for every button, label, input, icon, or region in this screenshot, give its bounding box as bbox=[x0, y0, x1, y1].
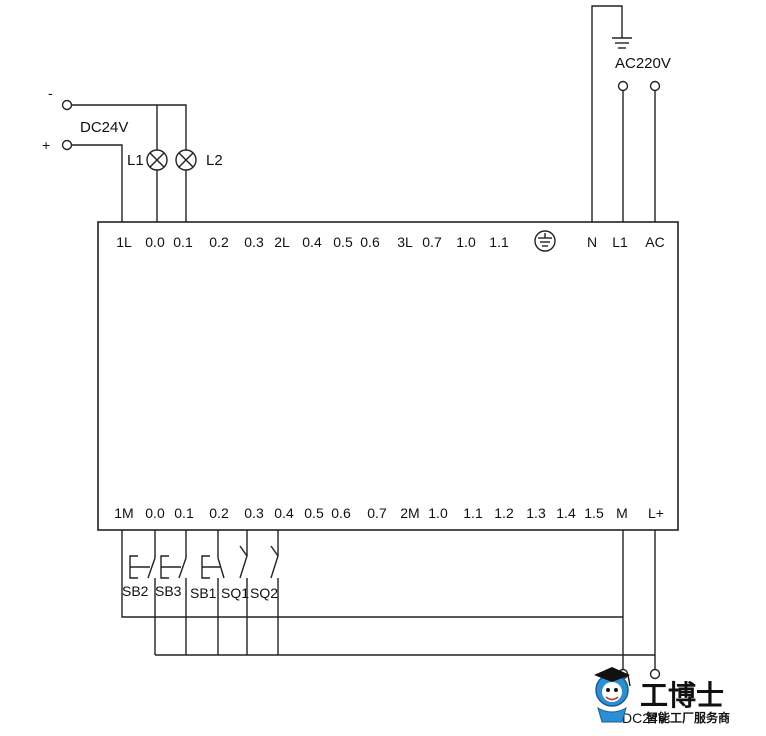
dc-supply: - + DC24V bbox=[42, 85, 187, 222]
dc-minus-sign: - bbox=[48, 85, 53, 101]
top-terminal-label-6: 0.4 bbox=[302, 234, 322, 250]
bottom-terminal-label-13: 1.3 bbox=[526, 505, 546, 521]
switch-sb1-contact bbox=[217, 557, 225, 579]
switch-sb2-contact bbox=[147, 557, 156, 579]
bottom-terminal-label-0: 1M bbox=[114, 505, 133, 521]
ac-supply: AC220V bbox=[591, 5, 671, 222]
top-terminal-label-3: 0.2 bbox=[209, 234, 229, 250]
watermark-title: 工博士 bbox=[640, 679, 724, 712]
bottom-terminal-label-16: M bbox=[616, 505, 628, 521]
top-terminal-label-2: 0.1 bbox=[173, 234, 193, 250]
ac-l-terminal bbox=[617, 80, 629, 92]
mascot-icon bbox=[594, 667, 631, 723]
top-terminal-label-8: 0.6 bbox=[360, 234, 380, 250]
dc-minus-terminal bbox=[61, 99, 73, 111]
ac-supply-label: AC220V bbox=[615, 55, 671, 72]
switch-sb1-label: SB1 bbox=[190, 585, 217, 601]
dc-plus-sign: + bbox=[42, 137, 50, 153]
bottom-terminal-label-3: 0.2 bbox=[209, 505, 229, 521]
switch-sq1-contact bbox=[239, 545, 248, 579]
dc-plus-wire bbox=[72, 144, 123, 222]
top-terminal-labels: 1L 0.0 0.1 0.2 0.3 2L 0.4 0.5 0.6 3L 0.7 1.0 1.1 N L1 A… bbox=[116, 234, 665, 250]
switch-sb2-label: SB2 bbox=[122, 583, 149, 599]
ac-n-terminal bbox=[649, 80, 661, 92]
bottom-terminal-label-15: 1.5 bbox=[584, 505, 604, 521]
bottom-terminal-label-11: 1.1 bbox=[463, 505, 483, 521]
bottom-terminal-label-6: 0.5 bbox=[304, 505, 324, 521]
top-terminal-label-9: 3L bbox=[397, 234, 413, 250]
bottom-terminal-label-2: 0.1 bbox=[174, 505, 194, 521]
bottom-terminal-label-12: 1.2 bbox=[494, 505, 514, 521]
top-terminal-label-13: N bbox=[587, 234, 597, 250]
top-terminal-label-10: 0.7 bbox=[422, 234, 442, 250]
bottom-terminal-label-8: 0.7 bbox=[367, 505, 387, 521]
switch-sb3-label: SB3 bbox=[155, 583, 182, 599]
bottom-terminal-label-7: 0.6 bbox=[331, 505, 351, 521]
bottom-terminal-label-9: 2M bbox=[400, 505, 419, 521]
top-terminal-label-15: AC bbox=[645, 234, 664, 250]
bottom-terminal-labels: 1M 0.0 0.1 0.2 0.3 0.4 0.5 0.6 0.7 2M 1.0 1.1 1.2 1.3… bbox=[114, 505, 664, 521]
lamp-l2-label: L2 bbox=[206, 152, 223, 169]
lamps: L1 L2 bbox=[127, 149, 223, 222]
top-terminal-label-0: 1L bbox=[116, 234, 132, 250]
top-terminal-label-4: 0.3 bbox=[244, 234, 264, 250]
bottom-terminal-label-14: 1.4 bbox=[556, 505, 576, 521]
dc-minus-wire bbox=[72, 104, 187, 150]
switch-sq2-contact bbox=[270, 545, 279, 579]
top-terminal-label-5: 2L bbox=[274, 234, 290, 250]
bottom-terminal-label-17: L+ bbox=[648, 505, 664, 521]
top-terminal-label-1: 0.0 bbox=[145, 234, 165, 250]
earth-wire bbox=[591, 5, 623, 222]
bottom-terminal-label-10: 1.0 bbox=[428, 505, 448, 521]
lamp-l1-label: L1 bbox=[127, 152, 144, 169]
top-terminal-label-11: 1.0 bbox=[456, 234, 476, 250]
plc-module bbox=[97, 221, 679, 531]
dc-plus-terminal bbox=[61, 139, 73, 151]
dc-supply-label: DC24V bbox=[80, 119, 128, 136]
earth-terminal-icon bbox=[534, 230, 556, 252]
dc-out-plus-terminal bbox=[649, 668, 661, 680]
top-terminal-label-7: 0.5 bbox=[333, 234, 353, 250]
dc-output-label: DC24V bbox=[622, 710, 668, 726]
top-terminal-label-14: L1 bbox=[612, 234, 628, 250]
switch-sq2-label: SQ2 bbox=[250, 585, 278, 601]
bottom-terminal-label-4: 0.3 bbox=[244, 505, 264, 521]
bottom-terminal-label-1: 0.0 bbox=[145, 505, 165, 521]
watermark: 工博士 智能工厂服务商 bbox=[594, 667, 730, 725]
switch-sb3-contact bbox=[178, 557, 187, 579]
bottom-terminal-label-5: 0.4 bbox=[274, 505, 294, 521]
input-wiring: SB2 SB3 SB1 SQ1 SQ2 bbox=[121, 530, 661, 680]
input-common-rail bbox=[121, 530, 623, 618]
top-terminal-label-12: 1.1 bbox=[489, 234, 509, 250]
switch-sq1-label: SQ1 bbox=[221, 585, 249, 601]
watermark-subtitle: 智能工厂服务商 bbox=[645, 710, 730, 725]
